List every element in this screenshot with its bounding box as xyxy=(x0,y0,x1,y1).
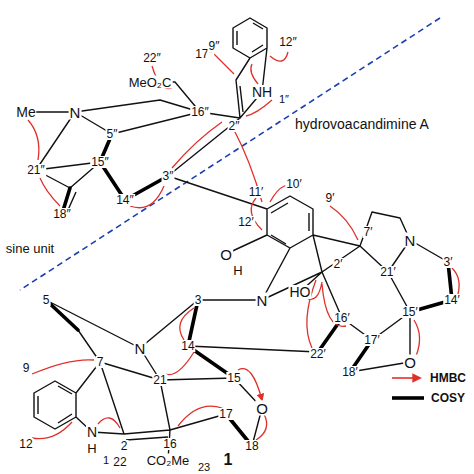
atom-number: 3 xyxy=(194,294,203,306)
atom-number: 14′ xyxy=(443,294,461,306)
atom-label: N xyxy=(134,341,147,356)
group-label: CO₂Me xyxy=(146,454,191,467)
atom-number: 16″ xyxy=(190,106,210,118)
atom-number: 16 xyxy=(162,438,177,450)
atom-number: 17′ xyxy=(363,334,381,346)
atom-number: 3″ xyxy=(162,170,175,182)
atom-number: 1 xyxy=(102,455,110,466)
atom-number: 18 xyxy=(244,440,259,452)
atom-number: 16′ xyxy=(333,312,351,324)
atom-label: HO xyxy=(289,285,312,299)
atom-label: NH xyxy=(251,85,273,99)
atom-number: 22″ xyxy=(142,52,162,64)
divider-line xyxy=(20,18,440,290)
atom-number: 9″ xyxy=(208,40,221,52)
legend-arrow-sample xyxy=(392,377,420,379)
atom-number: 7′ xyxy=(363,226,374,238)
hmbc-arrows xyxy=(28,52,459,440)
atom-number: 2″ xyxy=(228,120,241,132)
atom-number: 5″ xyxy=(106,128,119,140)
atom-number: 18″ xyxy=(52,208,72,220)
atom-label: H xyxy=(232,264,243,277)
atom-number: 5 xyxy=(42,294,51,306)
atom-number: 23 xyxy=(197,462,211,473)
atom-number: 21 xyxy=(152,374,167,386)
atom-label: O xyxy=(403,355,417,370)
atom-number: 14″ xyxy=(115,194,135,206)
atom-number: 3′ xyxy=(443,256,454,268)
atom-number: 9 xyxy=(22,362,31,374)
atom-number: 21″ xyxy=(26,164,46,176)
atom-number: 17 xyxy=(218,408,233,420)
atom-number: 15 xyxy=(226,372,241,384)
atom-number: 9′ xyxy=(325,192,336,204)
legend-text: HMBC xyxy=(429,372,467,384)
atom-number: 10′ xyxy=(285,178,303,190)
group-label: hydrovoacandimine A xyxy=(294,117,430,131)
atom-label: O xyxy=(255,401,269,416)
atom-label: Me xyxy=(15,105,36,119)
atom-number: 11′ xyxy=(248,186,265,198)
atom-label: O xyxy=(219,247,233,262)
atom-number: 2 xyxy=(120,440,129,452)
atom-label: N xyxy=(256,293,269,308)
cosy-bonds xyxy=(46,134,452,446)
atom-number: 21′ xyxy=(379,266,397,278)
bond-skeleton xyxy=(26,18,452,460)
atom-label: N xyxy=(69,105,82,120)
compound-number: 1 xyxy=(223,452,234,468)
legend-text: COSY xyxy=(430,392,466,404)
group-label: sine unit xyxy=(5,242,55,255)
atom-number: 15′ xyxy=(401,306,419,318)
atom-number: 12′ xyxy=(237,216,255,228)
atom-number: 18′ xyxy=(341,366,359,378)
atom-label: N xyxy=(404,233,417,248)
legend-line-sample xyxy=(392,396,424,400)
atom-number: 22′ xyxy=(309,348,327,360)
atom-number: 22 xyxy=(112,456,127,468)
atom-number: 12 xyxy=(18,438,33,450)
atom-number: 2′ xyxy=(333,258,344,270)
atom-number: 12″ xyxy=(278,36,298,48)
atom-number: 7 xyxy=(96,356,105,368)
atom-number: 1″ xyxy=(278,94,290,105)
group-label: MeO₂C xyxy=(128,76,173,89)
atom-number: 15″ xyxy=(90,156,110,168)
atom-number: 14 xyxy=(180,340,195,352)
atom-label: N xyxy=(86,425,98,439)
atom-label: H xyxy=(86,442,97,455)
